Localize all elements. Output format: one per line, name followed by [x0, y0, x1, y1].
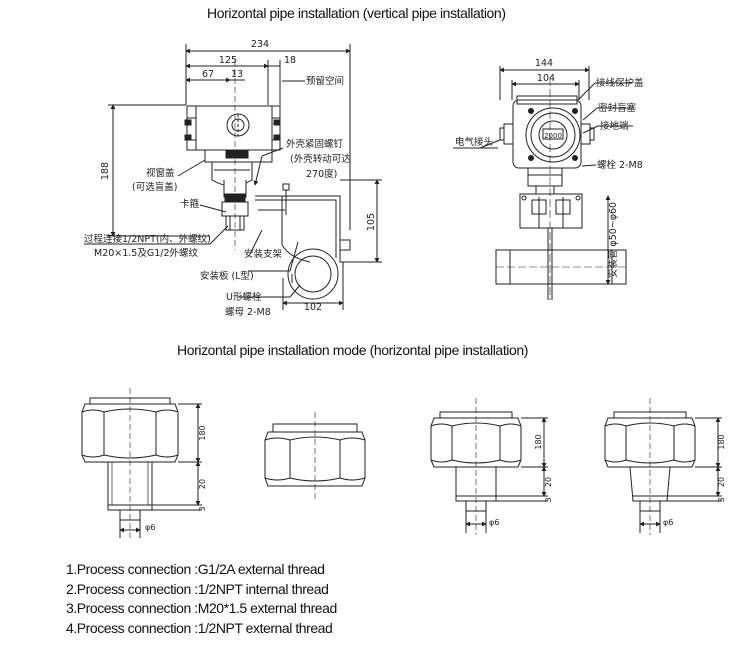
fitting-3-dim-20: 20 — [544, 477, 553, 487]
process-connection-item-2: 2.Process connection :1/2NPT internal th… — [66, 580, 329, 597]
dim-105: 105 — [366, 213, 377, 231]
label-terminal-cover: 接线保护盖 — [596, 77, 644, 89]
fitting-4-dim-20: 20 — [717, 477, 726, 487]
dim-188: 188 — [100, 162, 111, 180]
middle-title: Horizontal pipe installation mode (horiz… — [177, 342, 529, 358]
side-view-text: 234 125 18 67 13 188 105 102 预留空间 外壳紧固螺钉… — [84, 39, 377, 318]
front-view-drawing — [453, 66, 633, 300]
fitting-3-dim-180: 180 — [534, 434, 543, 449]
dim-234: 234 — [251, 39, 269, 50]
label-process-conn-1: 过程连接1/2NPT(内、外螺纹) — [84, 233, 211, 245]
label-mount-bracket: 安装支架 — [244, 248, 283, 260]
label-optional-blind: (可选盲盖) — [132, 181, 177, 193]
dim-67: 67 — [202, 69, 214, 80]
dim-144: 144 — [535, 58, 553, 69]
fitting-1-dim-20: 20 — [198, 479, 207, 489]
label-housing-screw: 外壳紧固螺钉 — [286, 138, 344, 150]
label-ground-terminal: 接地端 — [600, 120, 629, 132]
fitting-3-dims: 180 20 3 φ6 — [489, 434, 553, 527]
label-housing-rotate: (外壳转动可达 — [290, 153, 351, 165]
fitting-3-dim-phi6: φ6 — [489, 518, 499, 527]
fitting-1 — [81, 388, 202, 538]
fitting-1-dim-3: 3 — [198, 506, 207, 511]
dim-104: 104 — [537, 73, 555, 84]
display-readout: 2000 — [544, 132, 562, 140]
label-mount-plate: 安装板 (L型) — [200, 270, 254, 282]
process-connection-list: 1.Process connection :G1/2A external thr… — [66, 560, 337, 638]
fitting-3-dim-3: 3 — [544, 497, 553, 502]
label-bolt: 螺栓 2-M8 — [597, 159, 643, 171]
fitting-4-dim-180: 180 — [717, 434, 726, 449]
fitting-3 — [430, 398, 548, 535]
fitting-1-dim-phi6: φ6 — [145, 523, 155, 532]
process-connection-item-4: 4.Process connection :1/2NPT external th… — [66, 619, 333, 636]
fitting-1-dims: 180 20 3 φ6 — [145, 425, 207, 532]
label-nut: 螺母 2-M8 — [225, 307, 271, 318]
fitting-4 — [604, 398, 722, 535]
front-view-text: 144 104 2000 接线保护盖 密封盲塞 接地端 电气接头 螺栓 2-M8… — [455, 58, 644, 278]
top-title: Horizontal pipe installation (vertical p… — [207, 5, 506, 21]
fitting-1-dim-180: 180 — [198, 425, 207, 440]
dim-13: 13 — [231, 69, 243, 80]
label-reserved-space: 预留空间 — [306, 75, 344, 87]
label-rotate-deg: 270度) — [306, 168, 337, 180]
label-process-conn-2: M20×1.5及G1/2外螺纹 — [94, 247, 199, 259]
dim-18: 18 — [284, 55, 296, 66]
fitting-4-dim-phi6: φ6 — [663, 518, 673, 527]
label-u-bolt: U形螺栓 — [226, 291, 262, 303]
fitting-4-dim-3: 3 — [717, 497, 726, 502]
process-connection-item-3: 3.Process connection :M20*1.5 external t… — [66, 600, 337, 616]
fitting-4-dims: 180 20 3 φ6 — [663, 434, 726, 527]
label-electric-connector: 电气接头 — [455, 136, 493, 148]
side-view-drawing — [84, 44, 382, 310]
label-clamp: 卡箍 — [180, 198, 200, 210]
label-pipe-dia: 安装管 φ50~φ60 — [607, 202, 619, 278]
fitting-2 — [264, 412, 366, 500]
process-connection-item-1: 1.Process connection :G1/2A external thr… — [66, 561, 325, 577]
dim-125: 125 — [219, 55, 237, 66]
label-sealed-blind: 密封盲塞 — [598, 102, 637, 114]
dim-102: 102 — [304, 302, 322, 313]
label-window-cover: 视窗盖 — [146, 167, 175, 179]
